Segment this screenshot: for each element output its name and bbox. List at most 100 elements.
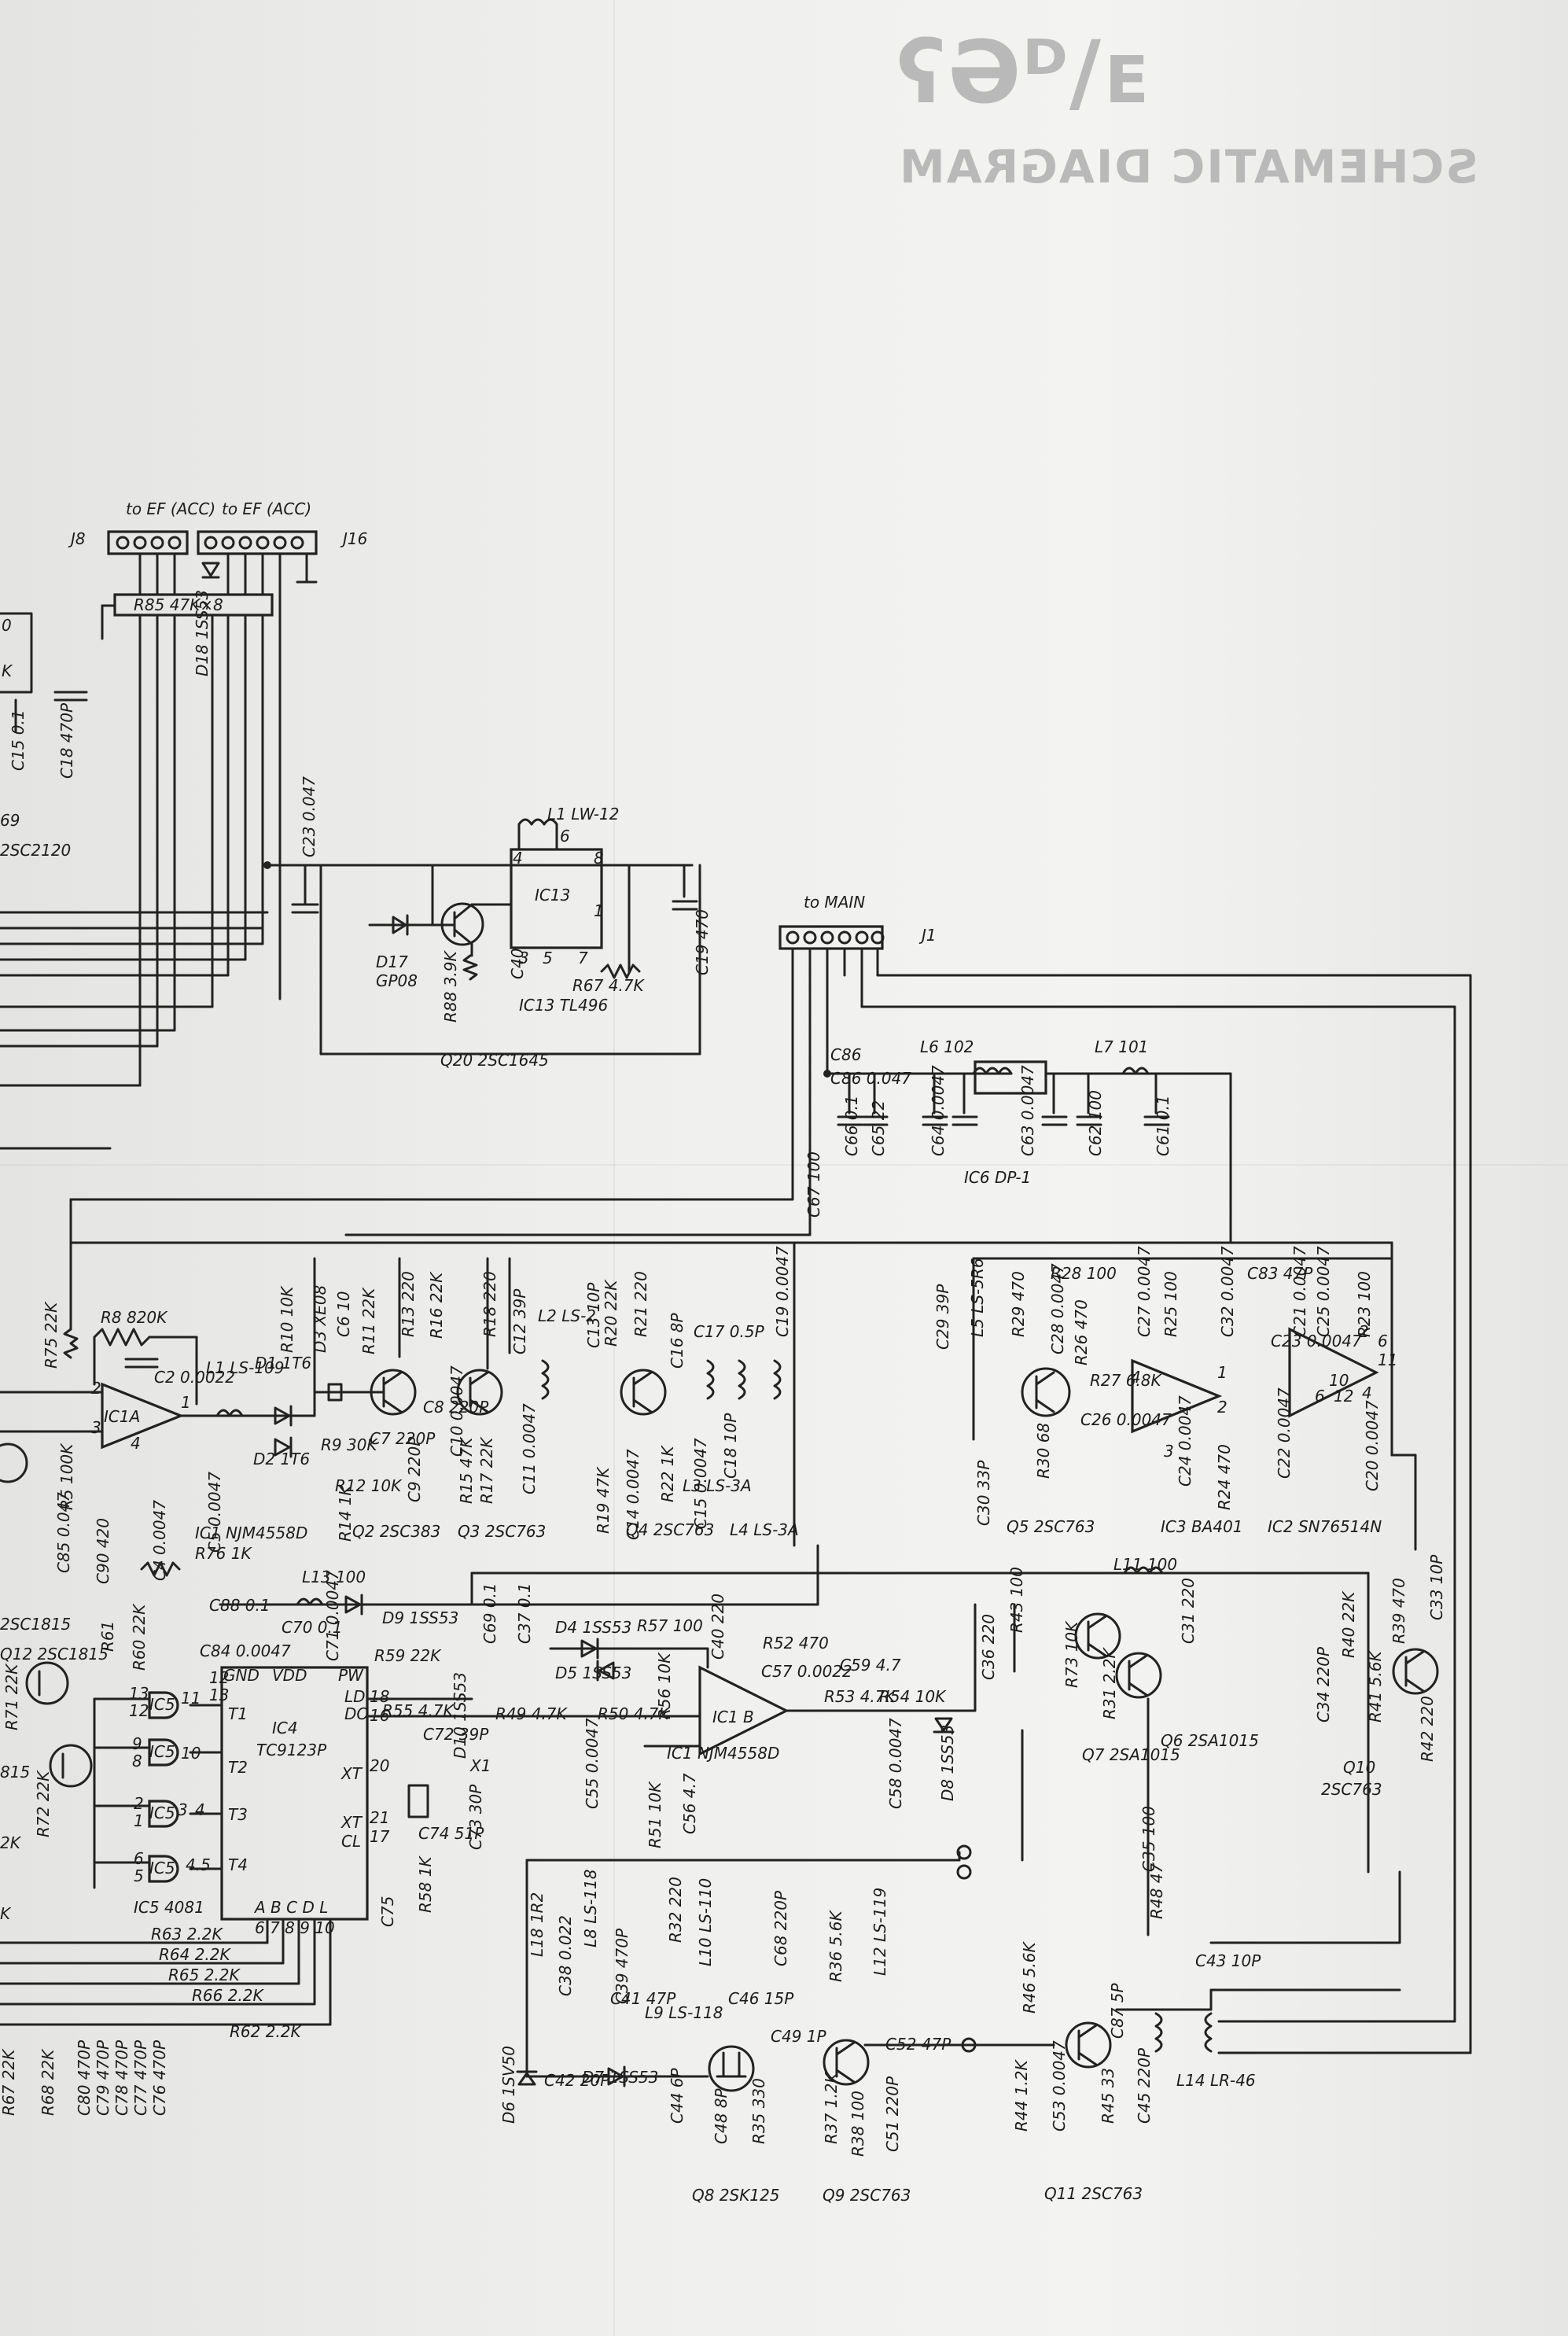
ic3-pin3: 3	[1164, 1442, 1174, 1461]
d18-diode	[201, 562, 220, 577]
q3-label: Q3 2SC763	[458, 1522, 546, 1541]
q10-transistor	[1392, 1648, 1439, 1695]
ic5-p12: 12	[129, 1701, 149, 1720]
ic4-cl: CL	[341, 1832, 361, 1851]
q5-transistor	[1021, 1367, 1071, 1417]
q5-label: Q5 2SC763	[1007, 1517, 1095, 1536]
r35-label: R35 330	[749, 2078, 768, 2144]
c69-label: C69 0.1	[480, 1583, 499, 1644]
r71-label: R71 22K	[2, 1663, 21, 1730]
r12-label: R12 10K	[335, 1476, 403, 1495]
r18-label: R18 220	[480, 1271, 499, 1337]
label-815: 815	[0, 1763, 30, 1781]
r42-label: R42 220	[1418, 1696, 1437, 1762]
ic4-pin21: 21	[370, 1808, 389, 1827]
c11-label: C11 0.0047	[520, 1403, 539, 1494]
q1815-fragment: 2SC1815	[0, 1615, 71, 1634]
c14-label: C14 0.0047	[624, 1449, 642, 1540]
r8-resistor	[93, 1328, 151, 1347]
c71-label: C71 0.0047	[323, 1570, 342, 1661]
label-2sc2120: 2SC2120	[0, 841, 71, 860]
l1b-coil	[215, 1409, 244, 1417]
r56-label: R56 10K	[655, 1652, 674, 1719]
title-text: SCHEMATIC DIAGRAM	[898, 140, 1478, 193]
r43-label: R43 100	[1007, 1567, 1026, 1633]
left-pin-k: K	[2, 661, 13, 680]
x1-crystal	[407, 1784, 429, 1818]
ic1a-pin4: 4	[131, 1434, 141, 1453]
c65-label: C65 22	[869, 1100, 888, 1156]
ic3-amplifier	[1131, 1358, 1223, 1434]
r55-label: R55 4.7K	[382, 1701, 455, 1720]
ic5-p9: 9	[132, 1734, 142, 1753]
q3-transistor	[456, 1369, 503, 1416]
l14-coil-b	[1204, 2012, 1213, 2053]
if-amplifier-section: C29 39P L5 LS-5R6 R29 470 R28 100 C28 0.…	[793, 1241, 1417, 1551]
r51-label: R51 10K	[646, 1781, 664, 1848]
x-crystal	[327, 1383, 343, 1402]
ic4-pin12: 12	[209, 1668, 229, 1687]
l11-coil	[1123, 1566, 1164, 1575]
c20-label: C20 0.0047	[1363, 1400, 1382, 1491]
r8-label: R8 820K	[101, 1308, 168, 1327]
r67b-label: R67 22K	[0, 2048, 18, 2116]
r32-label: R32 220	[666, 1877, 685, 1943]
c46-label: C46 15P	[728, 1989, 794, 2008]
d8-diode	[934, 1717, 953, 1732]
l1-label: L1 LW-12	[547, 805, 619, 823]
connector-j1: to MAIN J1	[69, 893, 1472, 2054]
c4-label: C4 0.0047	[150, 1500, 169, 1581]
r17-label: R17 22K	[477, 1436, 496, 1504]
ic4-pin20: 20	[370, 1756, 389, 1775]
label-69: 69	[0, 811, 20, 830]
r44-label: R44 1.2K	[1012, 2058, 1031, 2132]
c5-label: C5 0.0047	[205, 1472, 224, 1553]
r5-label: R5 100K	[57, 1442, 76, 1510]
c64-label: C64 0.0047	[929, 1065, 948, 1156]
c22-label: C22 0.0047	[1275, 1387, 1294, 1479]
q4-transistor	[620, 1369, 667, 1416]
ic5-gate-2-label: IC5	[149, 1742, 175, 1761]
d2-label: D2 1T6	[253, 1450, 310, 1468]
l4-label: L4 LS-3A	[730, 1520, 799, 1539]
j1-label: J1	[918, 926, 937, 945]
ic1a-pin2: 2	[91, 1379, 101, 1398]
ic4-pin17: 17	[370, 1827, 390, 1846]
to-main-label: to MAIN	[804, 893, 865, 912]
d8-label: D8 1SS53	[938, 1725, 957, 1801]
ic4-gnd: GND	[223, 1666, 259, 1685]
q10-type-label: 2SC763	[1321, 1780, 1382, 1799]
r73-label: R73 10K	[1062, 1620, 1081, 1688]
l6-coil	[972, 1067, 1013, 1075]
ic6-label: IC6 DP-1	[964, 1168, 1031, 1187]
ic13-pin7: 7	[578, 949, 588, 967]
ic1a-label: IC1A	[104, 1407, 140, 1426]
r14-label: R14 1K	[336, 1484, 355, 1542]
ic13-pin8: 8	[594, 849, 604, 868]
c67-label: C67 100	[804, 1151, 823, 1218]
ic13-label: IC13	[535, 886, 570, 905]
c31-label: C31 220	[1179, 1578, 1198, 1644]
c48-label: C48 8P	[712, 2088, 731, 2144]
ic1b-opamp	[698, 1665, 790, 1756]
d4-diode	[580, 1639, 598, 1658]
c40b-label: C40 220	[709, 1594, 727, 1660]
q8-label: Q8 2SK125	[692, 2186, 780, 2205]
d6-label: D6 1SV50	[499, 2046, 518, 2124]
ic4-t1: T1	[228, 1704, 248, 1723]
ic4-pin13: 13	[209, 1686, 229, 1704]
ic5-p4: 4	[195, 1800, 205, 1819]
r66-label: R66 2.2K	[192, 1986, 265, 2005]
ic2-pin11: 11	[1378, 1350, 1397, 1369]
gp08-label: GP08	[376, 971, 418, 990]
mirrored-title: SCHEMATIC DIAGRAM	[898, 140, 1478, 193]
r88-resistor	[462, 954, 478, 981]
c83-label: C83 47P	[1247, 1264, 1313, 1283]
c74-label: C74 51P	[418, 1824, 484, 1843]
ic2-pin6b: 6	[1315, 1387, 1325, 1406]
paper-fold-vertical	[613, 0, 615, 2336]
r31-label: R31 2.2K	[1100, 1646, 1119, 1719]
q7-transistor	[1074, 1612, 1121, 1660]
c16-label: C16 8P	[668, 1313, 686, 1369]
c19b-label: C19 0.0047	[773, 1246, 792, 1337]
